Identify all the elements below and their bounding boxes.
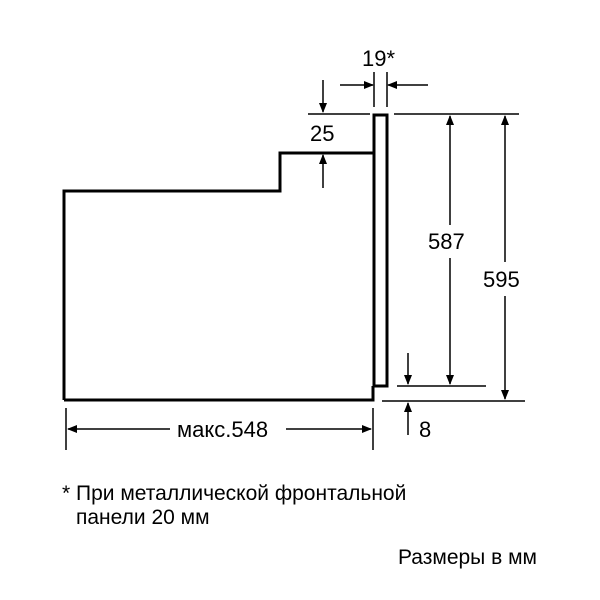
footnote: * При металлической фронтальной панели 2… (62, 482, 406, 530)
dimension-depth: макс.548 (65, 408, 374, 450)
dimension-top-offset: 25 (308, 80, 370, 188)
dimension-label-587: 587 (428, 229, 465, 254)
dimension-label-595: 595 (483, 267, 520, 292)
oven-bottom-outline (64, 386, 375, 402)
dimension-label-548: макс.548 (177, 417, 268, 442)
dimension-label-19: 19* (362, 46, 395, 71)
footnote-line-1: * При металлической фронтальной (62, 482, 407, 505)
oven-body-outline (62, 151, 387, 400)
units-label: Размеры в мм (398, 546, 537, 569)
dimension-heights: 587 595 (382, 113, 525, 402)
dimension-panel-thickness: 19* (340, 46, 428, 107)
dimension-bottom-offset: 8 (404, 353, 431, 442)
dimension-label-8: 8 (419, 417, 431, 442)
dimension-label-25: 25 (310, 121, 334, 146)
footnote-line-2: панели 20 мм (76, 506, 210, 529)
front-panel (372, 113, 389, 388)
